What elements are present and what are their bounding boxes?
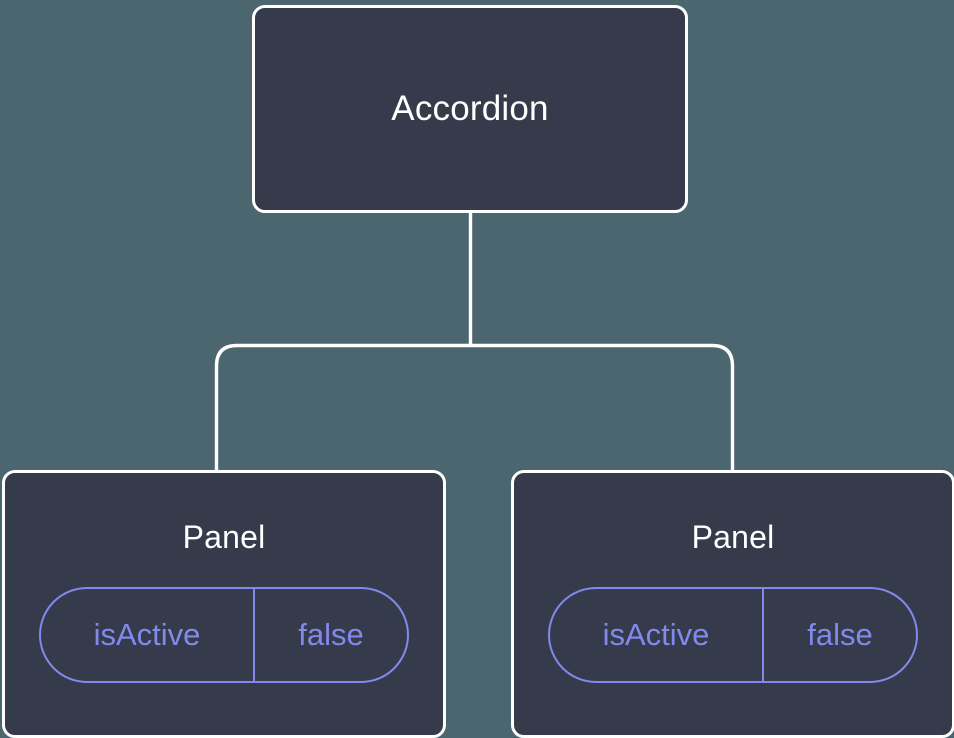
edge-root-to-panel-right [470,343,735,472]
state-badge-panel-right[interactable]: isActive false [548,587,918,683]
node-accordion-label: Accordion [391,89,549,128]
state-value-label: false [298,617,364,652]
edge-root-to-panel-left [214,343,471,472]
state-value-label: false [807,617,873,652]
state-key-label: isActive [41,589,255,681]
state-key-label: isActive [550,589,764,681]
state-badge-panel-left[interactable]: isActive false [39,587,409,683]
node-accordion[interactable]: Accordion [252,5,688,213]
node-panel-right[interactable]: Panel isActive false [511,470,954,738]
node-panel-left[interactable]: Panel isActive false [2,470,446,738]
node-panel-left-label: Panel [182,519,266,555]
node-panel-right-label: Panel [691,519,775,555]
